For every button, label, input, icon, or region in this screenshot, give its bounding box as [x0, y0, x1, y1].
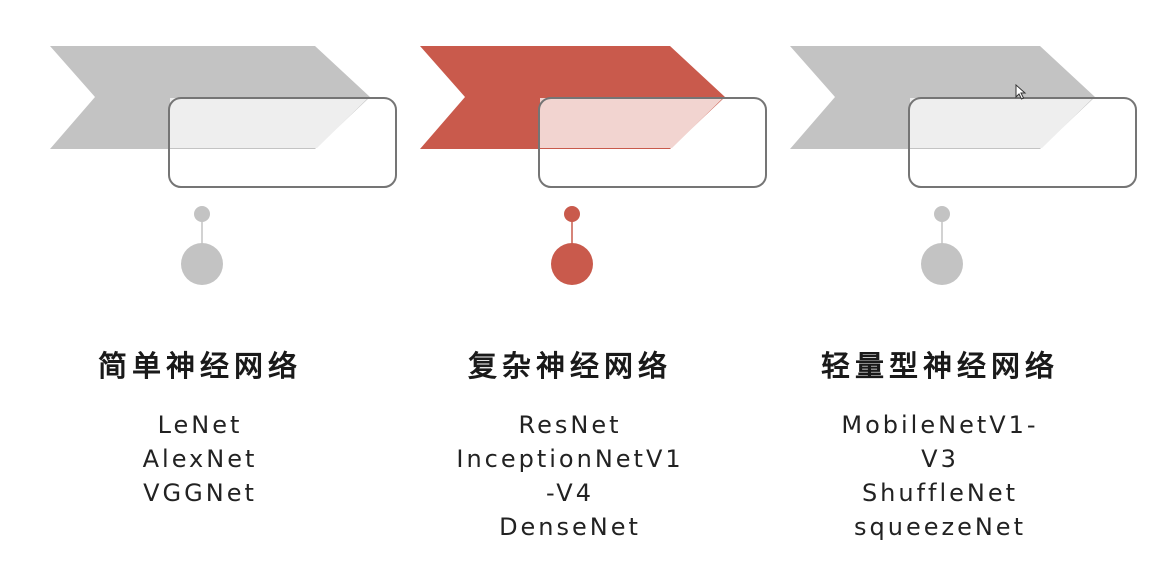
stage-network-list: ResNet InceptionNetV1 -V4 DenseNet	[385, 408, 755, 544]
label-box	[538, 97, 767, 188]
stage-graphic	[50, 46, 397, 285]
stage-title: 轻量型神经网络	[820, 349, 1059, 383]
stage-lightweight-networks: 轻量型神经网络 MobileNetV1- V3 ShuffleNet squee…	[755, 0, 1137, 568]
stage-graphic	[790, 46, 1137, 285]
label-box	[168, 97, 397, 188]
network-item: AlexNet	[142, 445, 258, 473]
stage-simple-networks: 简单神经网络 LeNet AlexNet VGGNet	[15, 0, 397, 568]
network-item: V3	[921, 445, 959, 473]
network-item: VGGNet	[143, 479, 257, 507]
network-item: squeezeNet	[854, 513, 1026, 541]
stage-graphic	[420, 46, 767, 285]
network-item: InceptionNetV1	[456, 445, 684, 473]
large-dot	[181, 243, 223, 285]
stage-title: 简单神经网络	[97, 349, 302, 383]
stage-network-list: LeNet AlexNet VGGNet	[15, 408, 385, 510]
large-dot	[921, 243, 963, 285]
network-item: LeNet	[157, 411, 243, 439]
chevron-overlap	[540, 98, 723, 148]
large-dot	[551, 243, 593, 285]
chevron-overlap	[170, 98, 368, 148]
stage-title: 复杂神经网络	[467, 349, 672, 383]
chevron-overlap	[910, 98, 1093, 148]
stage-complex-networks: 复杂神经网络 ResNet InceptionNetV1 -V4 DenseNe…	[385, 0, 767, 568]
network-item: -V4	[546, 479, 594, 507]
small-dot	[564, 206, 580, 222]
mouse-pointer-icon	[1015, 84, 1027, 100]
network-item: ResNet	[518, 411, 622, 439]
small-dot	[194, 206, 210, 222]
network-item: DenseNet	[499, 513, 641, 541]
small-dot	[934, 206, 950, 222]
stage-network-list: MobileNetV1- V3 ShuffleNet squeezeNet	[755, 408, 1125, 544]
network-item: MobileNetV1-	[841, 411, 1039, 439]
network-item: ShuffleNet	[861, 479, 1019, 507]
